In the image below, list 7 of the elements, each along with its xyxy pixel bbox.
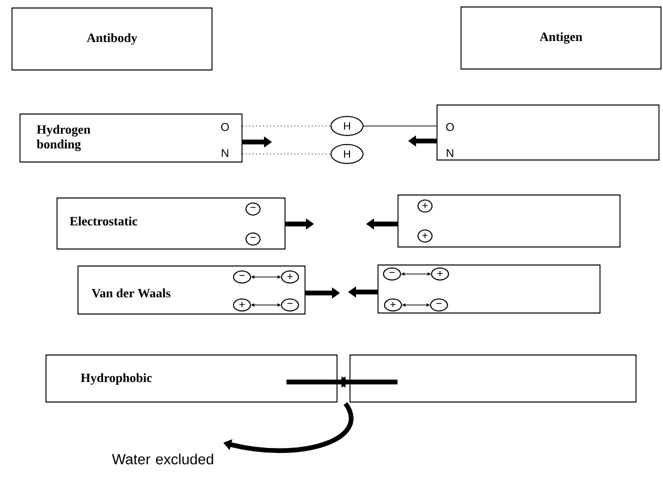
bond-box: Antigen: [460, 6, 662, 70]
bond-box: Antibody: [12, 8, 212, 70]
bond-box: O N: [436, 104, 660, 160]
caption-text: Water excluded: [112, 454, 214, 464]
bond-box: Hydrogen bonding O N: [20, 114, 242, 162]
bond-box: Hydrophobic: [46, 354, 338, 402]
bond-box: [350, 354, 636, 402]
